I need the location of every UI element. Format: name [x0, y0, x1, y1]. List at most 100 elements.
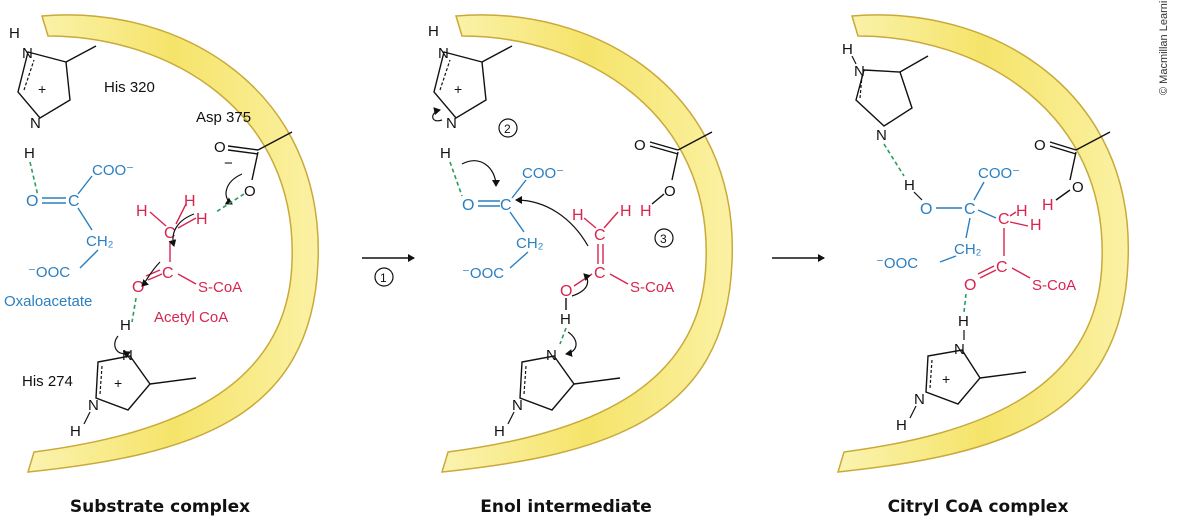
asp-375: Asp 375 O − O: [196, 109, 293, 205]
enzyme-membrane: [836, 14, 1129, 473]
svg-text:O: O: [560, 283, 572, 300]
svg-text:CH₂: CH₂: [954, 241, 982, 258]
svg-text:N: N: [914, 391, 925, 408]
svg-text:⁻OOC: ⁻OOC: [462, 265, 504, 282]
svg-text:H: H: [1042, 197, 1054, 214]
svg-text:+: +: [114, 375, 122, 391]
citryl-coa: O C COO⁻ CH₂ ⁻OOC C H H C O S-CoA: [876, 165, 1076, 294]
svg-text:+: +: [454, 81, 462, 97]
svg-text:H: H: [9, 25, 20, 42]
svg-text:N: N: [30, 115, 41, 132]
svg-text:C: C: [164, 225, 176, 242]
svg-text:His 274: His 274: [22, 373, 73, 390]
svg-text:H: H: [120, 317, 131, 334]
svg-text:N: N: [954, 341, 965, 358]
svg-text:O: O: [1072, 179, 1084, 196]
svg-text:3: 3: [660, 232, 667, 246]
caption-enol-intermediate: Enol intermediate: [480, 497, 652, 517]
oxaloacetate: O C COO⁻ CH₂ ⁻OOC Oxaloacetate: [4, 162, 134, 310]
caption-citryl-coa-complex: Citryl CoA complex: [887, 497, 1069, 517]
his-274: N N H: [494, 331, 621, 440]
svg-text:C: C: [998, 211, 1010, 228]
step-2-marker: 2: [498, 118, 518, 138]
svg-text:C: C: [594, 227, 606, 244]
panel-citryl-coa-complex: H N N H O C COO⁻ CH₂ ⁻OOC C H H: [836, 14, 1129, 473]
svg-text:N: N: [122, 347, 133, 364]
step-1-arrow: 1: [362, 254, 415, 287]
svg-text:O: O: [244, 183, 256, 200]
enzyme-membrane: [26, 14, 319, 473]
asp-375: O O H: [1034, 131, 1111, 214]
svg-text:⁻OOC: ⁻OOC: [28, 264, 70, 281]
svg-text:H: H: [842, 41, 853, 58]
svg-text:Oxaloacetate: Oxaloacetate: [4, 293, 92, 310]
svg-text:C: C: [162, 265, 174, 282]
step-3-marker: 3: [654, 228, 674, 248]
acetyl-coa: H H H C C O S-CoA Acetyl CoA: [132, 193, 242, 326]
svg-text:O: O: [132, 279, 144, 296]
svg-text:N: N: [22, 45, 33, 62]
svg-text:N: N: [546, 347, 557, 364]
svg-text:H: H: [196, 211, 208, 228]
svg-text:O: O: [1034, 137, 1046, 154]
svg-text:COO⁻: COO⁻: [92, 162, 134, 179]
svg-text:COO⁻: COO⁻: [522, 165, 564, 182]
svg-text:CH₂: CH₂: [86, 233, 114, 250]
svg-text:H: H: [1016, 203, 1028, 220]
svg-text:+: +: [942, 371, 950, 387]
enzyme-membrane: [440, 14, 733, 473]
svg-text:H: H: [136, 203, 148, 220]
his-320: H N + N H: [428, 23, 513, 162]
svg-text:C: C: [996, 259, 1008, 276]
svg-text:O: O: [964, 277, 976, 294]
svg-text:N: N: [854, 63, 865, 80]
svg-text:N: N: [438, 45, 449, 62]
copyright-notice: © Macmillan Learning: [1158, 0, 1170, 95]
svg-text:COO⁻: COO⁻: [978, 165, 1020, 182]
svg-text:O: O: [634, 137, 646, 154]
svg-text:N: N: [876, 127, 887, 144]
oxaloacetate: O C COO⁻ CH₂ ⁻OOC: [462, 165, 564, 282]
svg-text:2: 2: [504, 122, 511, 136]
svg-text:H: H: [904, 177, 915, 194]
svg-text:−: −: [224, 155, 233, 172]
panel-enol-intermediate: H N + N H 2 O C COO⁻ CH₂ ⁻OOC: [428, 14, 733, 473]
his-320: H N N: [842, 41, 929, 144]
svg-text:O: O: [214, 139, 226, 156]
svg-text:H: H: [70, 423, 81, 440]
svg-text:C: C: [68, 193, 80, 210]
svg-text:+: +: [38, 81, 46, 97]
svg-text:N: N: [88, 397, 99, 414]
svg-text:O: O: [462, 197, 474, 214]
asp-375: O O H: [634, 131, 713, 220]
svg-text:H: H: [184, 193, 196, 210]
svg-text:C: C: [964, 201, 976, 218]
svg-text:S-CoA: S-CoA: [1032, 277, 1076, 294]
svg-text:S-CoA: S-CoA: [198, 279, 242, 296]
his-274: H N + N H: [896, 313, 1027, 434]
caption-substrate-complex: Substrate complex: [69, 497, 251, 517]
enol-acetyl-coa: H H C C O S-CoA H: [560, 203, 674, 328]
svg-text:C: C: [594, 265, 606, 282]
svg-text:H: H: [640, 203, 652, 220]
svg-text:H: H: [428, 23, 439, 40]
svg-text:H: H: [24, 145, 35, 162]
svg-text:His 320: His 320: [104, 79, 155, 96]
svg-text:H: H: [620, 203, 632, 220]
svg-text:Acetyl CoA: Acetyl CoA: [154, 309, 228, 326]
svg-text:H: H: [494, 423, 505, 440]
svg-text:CH₂: CH₂: [516, 235, 544, 252]
svg-text:O: O: [664, 183, 676, 200]
svg-text:H: H: [958, 313, 969, 330]
panel-substrate-complex: H N + N H His 320 O C COO⁻ CH₂ ⁻OOC Oxal…: [4, 14, 319, 473]
svg-text:S-CoA: S-CoA: [630, 279, 674, 296]
svg-text:H: H: [440, 145, 451, 162]
svg-text:O: O: [920, 201, 932, 218]
svg-text:H: H: [572, 207, 584, 224]
svg-text:H: H: [560, 311, 571, 328]
svg-text:Asp 375: Asp 375: [196, 109, 251, 126]
svg-text:C: C: [500, 197, 512, 214]
his-274: H N + N H His 274: [22, 317, 197, 440]
svg-text:1: 1: [380, 271, 387, 285]
